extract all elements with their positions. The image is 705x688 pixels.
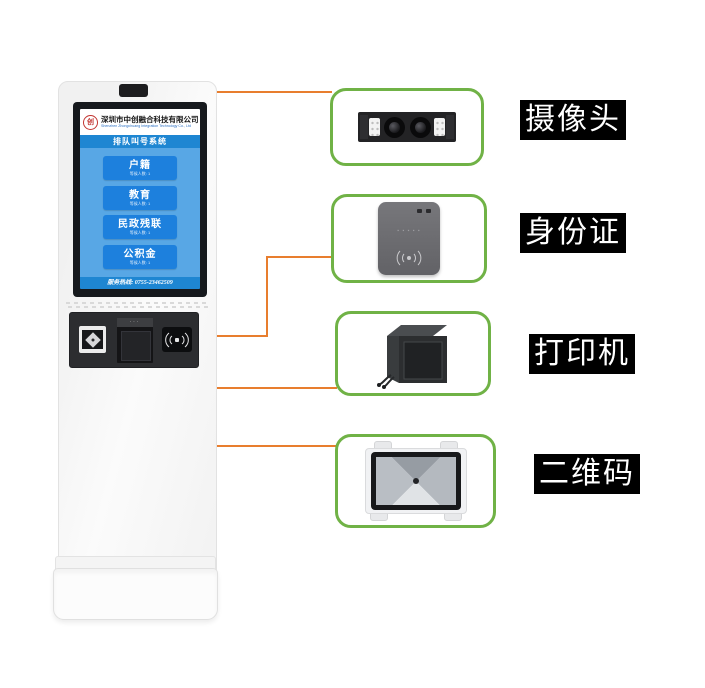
label-printer: 打印机 [529, 334, 635, 374]
connector-idcard-seg2 [266, 256, 268, 337]
label-camera: 摄像头 [520, 100, 626, 140]
camera-lens-icon [383, 116, 405, 138]
menu-button-housing-fund[interactable]: 公积金 等候人数: 1 [103, 245, 177, 270]
system-title: 排队叫号系统 [80, 135, 200, 148]
connector-printer-seg2 [132, 387, 337, 389]
device-panel: ··· [69, 312, 199, 368]
service-hotline: 服务热线: 0755-23462509 [80, 277, 200, 289]
connector-idcard-seg1 [194, 335, 268, 337]
kiosk-touchscreen: 创 深圳市中创融合科技有限公司 Shenzhen Zhongchuang Int… [73, 102, 207, 297]
menu-button-label: 公积金 [123, 249, 157, 261]
camera-module-image [358, 112, 456, 142]
label-idcard: 身份证 [520, 213, 626, 253]
printer-paper-exit [121, 331, 151, 361]
callout-box-qrcode [335, 434, 496, 528]
screen-menu: 户籍 等候人数: 1 教育 等候人数: 1 民政残联 等候人数: 1 公积金 等… [80, 148, 200, 277]
printer-slot-indicators: ··· [117, 318, 153, 327]
reader-branding-text: ▪ ▪ ▪ ▪ ▪ [397, 228, 421, 234]
menu-button-sub: 等候人数: 1 [129, 260, 151, 266]
kiosk-camera [119, 84, 148, 97]
menu-button-hukou[interactable]: 户籍 等候人数: 1 [103, 155, 177, 180]
label-qrcode: 二维码 [534, 454, 640, 494]
qr-scanner-funnel [375, 457, 456, 505]
callout-box-camera [330, 88, 484, 166]
company-logo-icon: 创 [83, 114, 98, 130]
reader-led-icon [426, 209, 431, 213]
callout-box-idcard: ▪ ▪ ▪ ▪ ▪ [331, 194, 487, 283]
company-name-cn: 深圳市中创融合科技有限公司 [101, 114, 199, 124]
reader-nfc-wave-icon [396, 250, 422, 266]
menu-button-label: 户籍 [129, 159, 151, 171]
menu-button-sub: 等候人数: 1 [129, 170, 151, 176]
nfc-wave-icon [165, 332, 189, 347]
nfc-reader-pad [162, 327, 192, 352]
qr-scanner-bezel [370, 452, 461, 510]
qr-scan-lens-icon [91, 338, 94, 341]
qr-scanner-camera-icon [412, 478, 419, 484]
camera-led-panel [434, 118, 445, 136]
camera-lens-icon [409, 116, 431, 138]
camera-endcap [360, 115, 368, 139]
id-card-reader-image: ▪ ▪ ▪ ▪ ▪ [378, 202, 440, 275]
qr-scanner-image [362, 441, 470, 521]
menu-button-label: 教育 [129, 189, 151, 201]
menu-button-civil-affairs[interactable]: 民政残联 等候人数: 1 [103, 215, 177, 240]
menu-button-education[interactable]: 教育 等候人数: 1 [103, 185, 177, 210]
company-name-en: Shenzhen Zhongchuang Integration Technol… [101, 123, 191, 128]
connector-camera [148, 91, 332, 93]
kiosk-base [53, 568, 218, 620]
menu-button-label: 民政残联 [118, 219, 162, 231]
camera-led-panel [369, 118, 380, 136]
callout-box-printer [335, 311, 491, 396]
printer-slot: ··· [117, 318, 153, 363]
printer-image [377, 324, 447, 389]
reader-led-icon [417, 209, 422, 213]
screen-header: 创 深圳市中创融合科技有限公司 Shenzhen Zhongchuang Int… [80, 109, 200, 135]
menu-button-sub: 等候人数: 1 [129, 200, 151, 206]
camera-endcap [446, 115, 454, 139]
qr-scan-window [79, 326, 106, 353]
menu-button-sub: 等候人数: 1 [129, 230, 151, 236]
vent-grille [66, 301, 208, 309]
connector-idcard-seg3 [266, 256, 333, 258]
